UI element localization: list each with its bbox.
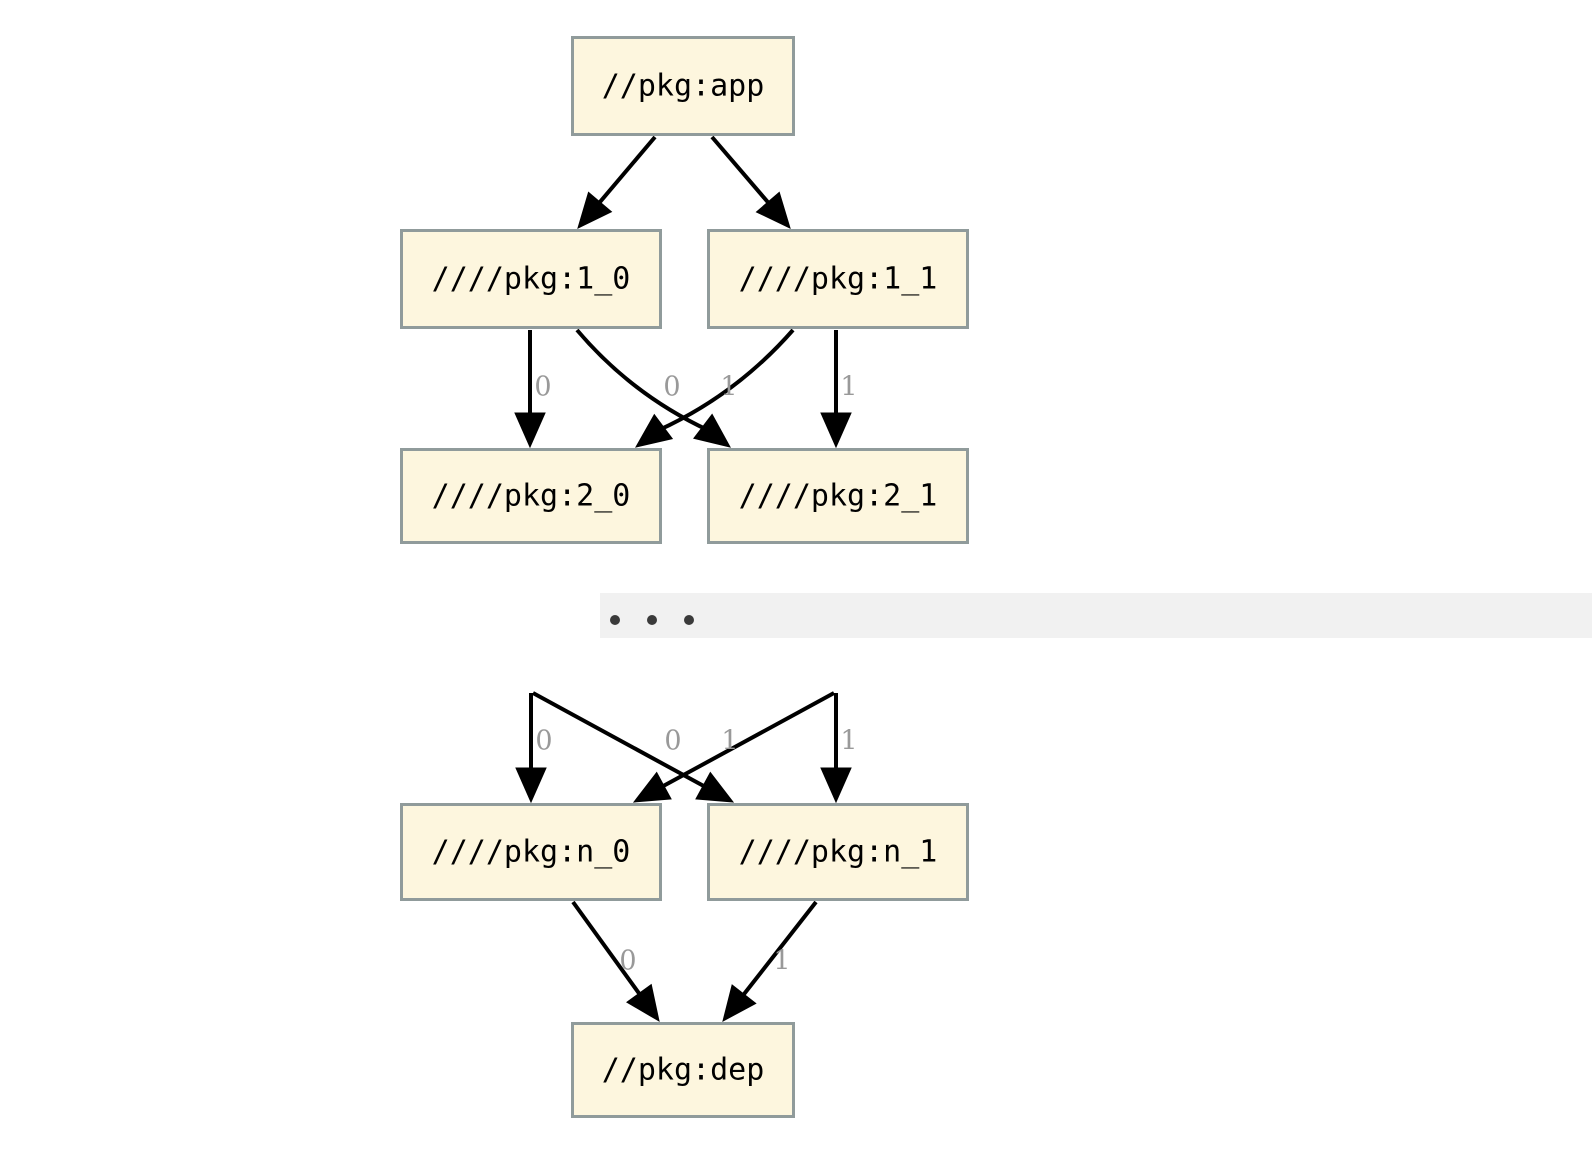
edge-label: 0: [619, 946, 636, 977]
graph-node-n1_0[interactable]: ////pkg:1_0: [400, 229, 662, 329]
node-box[interactable]: [707, 803, 969, 901]
arrow-head-icon: [722, 984, 757, 1022]
node-label: ////pkg:1_0: [432, 262, 631, 297]
node-label: ////pkg:n_0: [432, 835, 631, 870]
node-label: //pkg:app: [602, 69, 765, 104]
edge-label: 1: [721, 726, 738, 757]
node-label: //pkg:dep: [602, 1053, 765, 1088]
nodes-layer: //pkg:app ////pkg:1_0 ////pkg:1_1 ////pkg:2…: [400, 36, 969, 1118]
node-label: ////pkg:n_1: [739, 835, 938, 870]
arrow-head-icon: [514, 412, 546, 449]
node-label: ////pkg:1_1: [739, 262, 938, 297]
ellipsis-dot: [647, 615, 657, 625]
graph-node-n1_1[interactable]: ////pkg:1_1: [707, 229, 969, 329]
edge-label: 0: [663, 372, 680, 403]
ellipsis-dot: [684, 615, 694, 625]
edge-label: 1: [773, 946, 790, 977]
arrow-head-icon: [577, 191, 613, 229]
arrow-head-icon: [632, 771, 672, 803]
node-label: ////pkg:2_1: [739, 479, 938, 514]
node-box[interactable]: [707, 229, 969, 329]
ellipsis-separator: [600, 593, 1592, 638]
node-box[interactable]: [400, 229, 662, 329]
ellipsis-dot: [610, 615, 620, 625]
edge-label: 0: [664, 726, 681, 757]
arrow-head-icon: [635, 413, 674, 448]
graph-node-dep[interactable]: //pkg:dep: [571, 1022, 795, 1118]
arrow-head-icon: [695, 771, 735, 803]
arrow-head-icon: [755, 191, 791, 229]
graph-node-n2_0[interactable]: ////pkg:2_0: [400, 448, 662, 544]
edge-label: 0: [535, 726, 552, 757]
node-box[interactable]: [400, 448, 662, 544]
edge-label: 0: [534, 372, 551, 403]
edge-line: [710, 135, 774, 209]
graph-node-nn_0[interactable]: ////pkg:n_0: [400, 803, 662, 901]
edge-line: [532, 691, 710, 791]
graph-node-nn_1[interactable]: ////pkg:n_1: [707, 803, 969, 901]
graph-node-n2_1[interactable]: ////pkg:2_1: [707, 448, 969, 544]
arrow-head-icon: [820, 767, 852, 804]
node-label: ////pkg:2_0: [432, 479, 631, 514]
edge-line: [657, 691, 835, 791]
edge-line: [738, 900, 818, 1001]
edge-line: [657, 328, 795, 433]
edge-label: 1: [840, 372, 857, 403]
node-box[interactable]: [400, 803, 662, 901]
node-box[interactable]: [707, 448, 969, 544]
arrow-head-icon: [515, 767, 547, 804]
edge-label: 1: [840, 726, 857, 757]
arrow-head-icon: [693, 413, 731, 448]
node-box[interactable]: [571, 1022, 795, 1118]
edge-line: [575, 328, 709, 432]
ellipsis-band: [600, 593, 1592, 638]
edge-labels-layer: 0 0 1 1 0 0 1 1 0 1: [534, 372, 857, 977]
edge-label: 1: [720, 372, 737, 403]
edge-line: [594, 135, 657, 209]
graph-node-app[interactable]: //pkg:app: [571, 36, 795, 136]
arrow-head-icon: [626, 983, 660, 1023]
arrow-head-icon: [820, 412, 852, 449]
node-box[interactable]: [571, 36, 795, 136]
edges-layer: [514, 135, 852, 1023]
edge-line: [571, 900, 645, 1000]
